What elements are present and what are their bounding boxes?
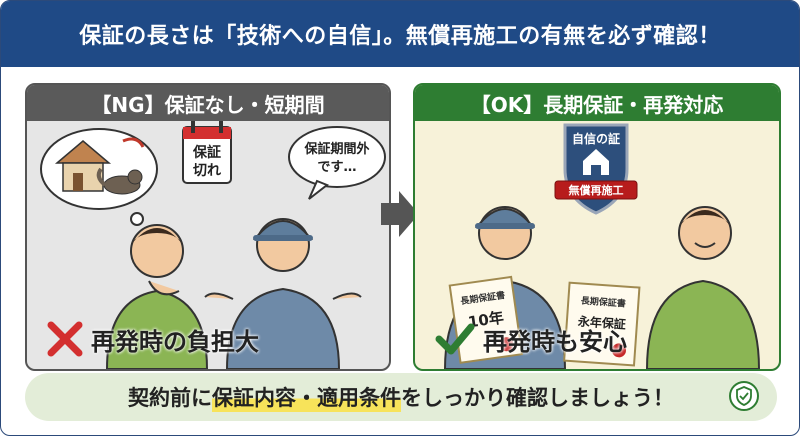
ok-illustration: 自信の証 無償再施工 長期保証書 10年	[443, 123, 761, 369]
ng-result-text: 再発時の負担大	[91, 327, 259, 356]
ok-title-text: 【OK】長期保証・再発対応	[470, 92, 724, 117]
ng-illustration: 保証 切れ 保証期間外 です…	[40, 121, 386, 369]
calendar-line1: 保証	[192, 144, 221, 161]
ng-panel: 【NG】保証なし・短期間 保証	[25, 83, 391, 371]
ok-result: 再発時も安心	[435, 321, 627, 357]
page-title: 保証の長さは「技術への自信」。無償再施工の有無を必ず確認！	[79, 24, 721, 49]
ok-result-text: 再発時も安心	[483, 327, 627, 356]
speech-line1: 保証期間外	[303, 141, 369, 157]
speech-bubble: 保証期間外 です…	[288, 126, 386, 200]
shield-badge-icon: 自信の証 無償再施工	[554, 123, 638, 215]
contractor-figure	[204, 218, 362, 369]
customer-figure	[105, 224, 209, 369]
certificate-10-year: 長期保証書 10年	[448, 275, 524, 364]
check-icon	[435, 323, 475, 355]
cert2-value: 永年保証	[576, 313, 626, 331]
calendar-icon: 保証 切れ	[182, 121, 232, 184]
ok-panel: 【OK】長期保証・再発対応 自信の証 無償再施工 長期保証	[413, 83, 781, 371]
header-bar: 保証の長さは「技術への自信」。無償再施工の有無を必ず確認！	[1, 1, 799, 67]
calendar-line2: 切れ	[193, 163, 221, 179]
arrow-right-icon	[381, 191, 419, 237]
cert2-title: 長期保証書	[580, 295, 626, 310]
shield-check-icon	[729, 381, 759, 411]
ng-result: 再発時の負担大	[47, 321, 259, 357]
speech-line2: です…	[317, 160, 356, 175]
badge-ribbon-text: 無償再施工	[569, 183, 624, 197]
footer-text-before: 契約前に	[128, 386, 212, 410]
ng-title-text: 【NG】保証なし・短期間	[91, 92, 325, 117]
ok-panel-title: 【OK】長期保証・再発対応	[415, 85, 779, 121]
certificate-permanent: 長期保証書 永年保証	[563, 281, 641, 367]
thought-bubble	[40, 128, 158, 238]
footer-text-after: をしっかり確認しましょう！	[401, 386, 674, 410]
cert1-value: 10年	[467, 308, 505, 331]
footer-banner: 契約前に 保証内容・適用条件 をしっかり確認しましょう！	[25, 373, 777, 421]
customer-figure	[645, 206, 761, 369]
ng-panel-title: 【NG】保証なし・短期間	[27, 85, 389, 121]
footer-text-highlight: 保証内容・適用条件	[212, 382, 401, 412]
cross-icon	[47, 321, 83, 357]
badge-top-text: 自信の証	[572, 131, 620, 146]
